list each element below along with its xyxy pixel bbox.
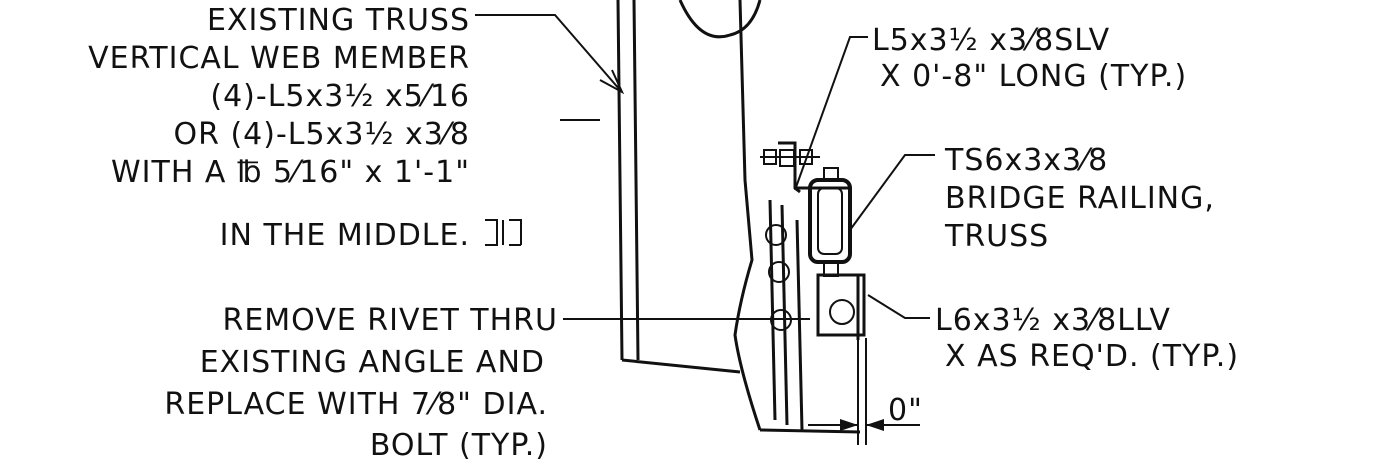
label-remove-rivet-line-2: EXISTING ANGLE AND [200, 345, 545, 380]
ts-railing [808, 167, 852, 277]
label-existing-truss-line-3: (4)-L5x3½ x5⁄16 [210, 79, 470, 114]
dimension-0in [808, 338, 920, 445]
label-ts-railing-line-1: TS6x3x3⁄8 [944, 143, 1108, 178]
label-ts-railing-line-2: BRIDGE RAILING, [945, 181, 1215, 216]
label-existing-truss-line-6: IN THE MIDDLE. [220, 218, 470, 253]
llv-angle [816, 273, 866, 340]
label-llv-angle: L6x3½ x3⁄8LLV X AS REQ'D. (TYP.) [935, 303, 1239, 374]
label-existing-truss: EXISTING TRUSS VERTICAL WEB MEMBER (4)-L… [88, 3, 470, 253]
label-remove-rivet-line-4: BOLT (TYP.) [370, 428, 548, 463]
label-slv-angle: L5x3½ x3⁄8SLV X 0'-8" LONG (TYP.) [872, 23, 1187, 94]
label-slv-angle-line-1: L5x3½ x3⁄8SLV [872, 23, 1110, 58]
leader-lines [475, 14, 935, 320]
label-ts-railing-line-3: TRUSS [944, 219, 1049, 254]
truss-web-member [616, 0, 861, 434]
label-remove-rivet-line-3: REPLACE WITH 7⁄8" DIA. [164, 387, 548, 422]
dimension-label: 0" [888, 393, 923, 428]
label-existing-truss-line-4: OR (4)-L5x3½ x3⁄8 [173, 117, 470, 152]
label-existing-truss-line-1: EXISTING TRUSS [207, 3, 470, 38]
label-remove-rivet-line-1: REMOVE RIVET THRU [222, 303, 558, 338]
existing-angle [765, 199, 804, 431]
label-ts-railing: TS6x3x3⁄8 BRIDGE RAILING, TRUSS [944, 143, 1215, 254]
section-marker [485, 219, 522, 246]
label-slv-angle-line-2: X 0'-8" LONG (TYP.) [880, 59, 1187, 94]
label-remove-rivet: REMOVE RIVET THRU EXISTING ANGLE AND REP… [164, 303, 558, 463]
label-existing-truss-line-2: VERTICAL WEB MEMBER [88, 41, 470, 76]
label-llv-angle-line-2: X AS REQ'D. (TYP.) [945, 339, 1239, 374]
label-llv-angle-line-1: L6x3½ x3⁄8LLV [935, 303, 1171, 338]
label-existing-truss-line-5: WITH A ℔ 5⁄16" x 1'-1" [111, 155, 470, 190]
